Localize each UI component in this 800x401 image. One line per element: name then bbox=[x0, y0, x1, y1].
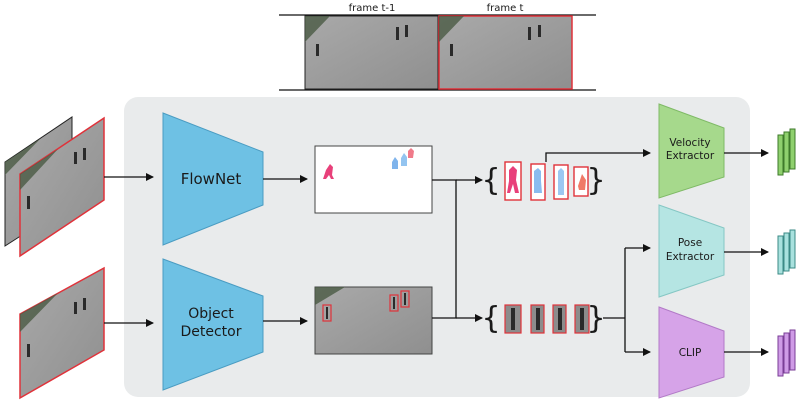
object-detector-module: Object Detector bbox=[162, 258, 264, 391]
flownet-label: FlowNet bbox=[181, 170, 242, 188]
detection-crop-set: { } bbox=[481, 301, 605, 336]
svg-text:}: } bbox=[586, 163, 605, 198]
velocity-label-line2: Extractor bbox=[666, 150, 715, 162]
pipeline-panel bbox=[124, 97, 750, 397]
frame-curr-image bbox=[438, 15, 573, 90]
pose-label-line2: Extractor bbox=[666, 251, 715, 263]
clip-label: CLIP bbox=[679, 347, 702, 359]
frame-prev-label: frame t-1 bbox=[349, 3, 396, 14]
pose-extractor-module: Pose Extractor bbox=[658, 204, 725, 298]
arrow-detcrops-to-pose-clip bbox=[603, 244, 651, 356]
velocity-feature-stack bbox=[777, 128, 796, 176]
detector-label-line2: Detector bbox=[180, 324, 241, 340]
connector-lines bbox=[432, 176, 483, 322]
clip-module: CLIP bbox=[658, 306, 725, 399]
detector-label-line1: Object bbox=[188, 306, 234, 322]
flownet-module: FlowNet bbox=[162, 112, 264, 246]
optical-flow-map bbox=[314, 145, 433, 214]
svg-text:}: } bbox=[586, 301, 605, 336]
frame-curr-label: frame t bbox=[487, 3, 524, 14]
film-strip: frame t-1 frame t bbox=[279, 3, 596, 91]
velocity-extractor-module: Velocity Extractor bbox=[658, 103, 725, 199]
arrow-flowcrops-to-velocity bbox=[545, 149, 651, 162]
frame-prev-image bbox=[304, 15, 439, 90]
input-frame-stack bbox=[4, 116, 105, 258]
pose-label-line1: Pose bbox=[678, 237, 702, 249]
svg-text:{: { bbox=[481, 301, 500, 336]
svg-text:{: { bbox=[481, 163, 500, 198]
detection-image bbox=[314, 286, 433, 355]
velocity-label-line1: Velocity bbox=[669, 137, 710, 149]
clip-feature-stack bbox=[777, 329, 796, 377]
pose-feature-stack bbox=[777, 229, 796, 275]
input-frame-single bbox=[19, 266, 105, 400]
flow-crop-set: { } bbox=[481, 161, 606, 201]
